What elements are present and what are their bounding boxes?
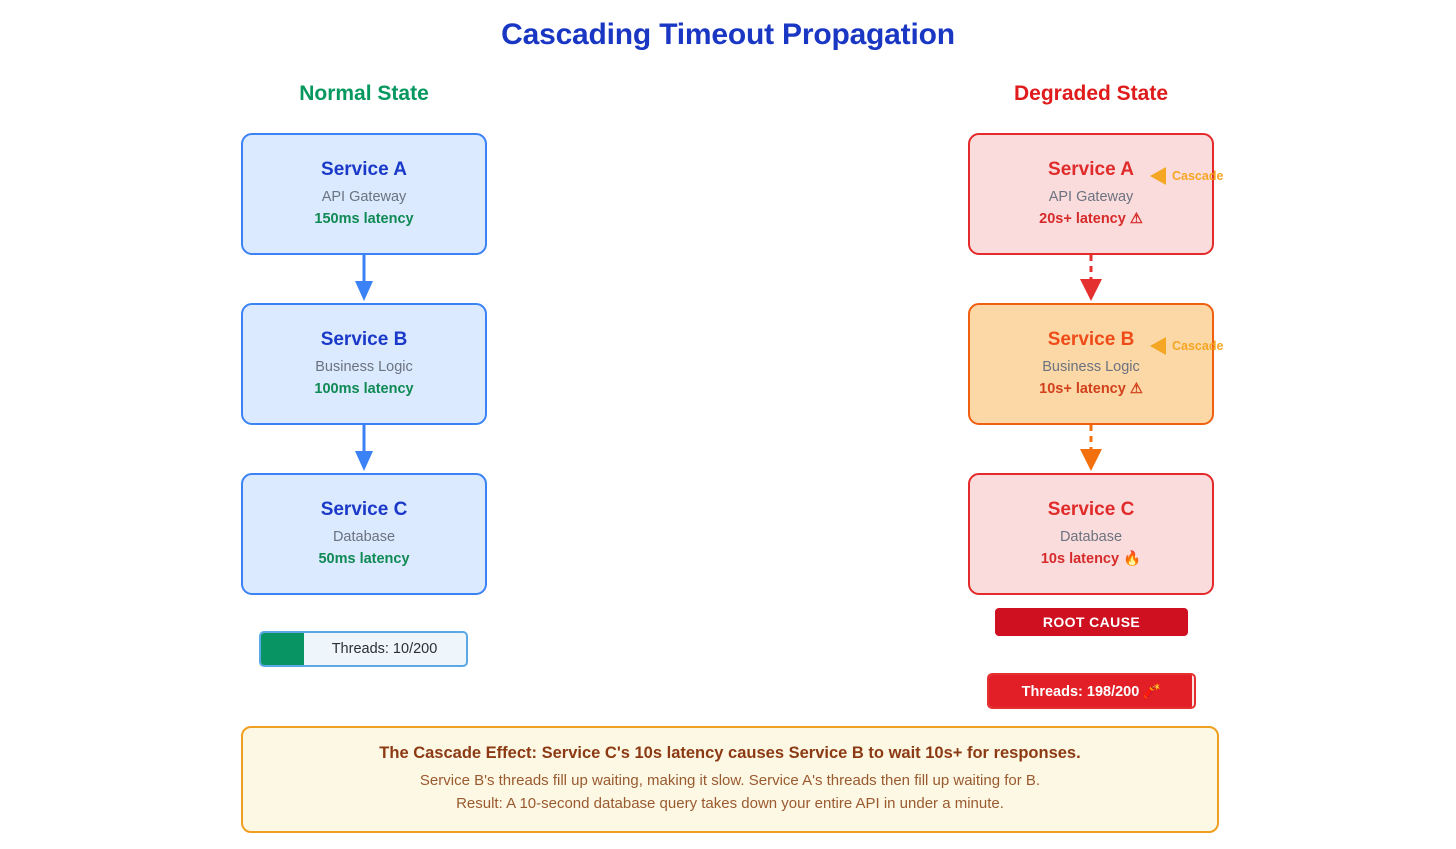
service-metric: 10s latency 🔥 <box>1040 551 1142 568</box>
connector-arrow-degraded-a-to-b <box>1071 255 1111 303</box>
thread-pool-fill <box>261 633 305 665</box>
service-role: Business Logic <box>1042 358 1140 375</box>
service-name: Service B <box>320 328 408 350</box>
service-role: Database <box>332 528 396 545</box>
service-box-normal-c[interactable]: Service C Database 50ms latency <box>241 473 487 595</box>
root-cause-badge: ROOT CAUSE <box>995 608 1188 636</box>
connector-arrow-normal-a-to-b <box>344 255 384 303</box>
explanation-line-2: Service B's threads fill up waiting, mak… <box>419 772 1041 790</box>
service-box-degraded-b[interactable]: Service B Business Logic 10s+ latency ⚠ <box>968 303 1214 425</box>
service-role: Database <box>1059 528 1123 545</box>
service-role: API Gateway <box>321 188 407 205</box>
service-metric: 10s+ latency ⚠ <box>1039 381 1143 398</box>
explanation-panel: The Cascade Effect: Service C's 10s late… <box>241 726 1219 834</box>
service-metric: 100ms latency <box>314 381 414 398</box>
service-box-normal-b[interactable]: Service B Business Logic 100ms latency <box>241 303 487 425</box>
service-metric: 150ms latency <box>314 211 414 228</box>
thread-pool-label: Threads: 198/200 🧨 <box>1021 683 1162 700</box>
service-name: Service A <box>321 158 407 180</box>
thread-pool-bar-degraded: Threads: 198/200 🧨 <box>987 673 1196 709</box>
service-metric: 20s+ latency ⚠ <box>1039 211 1143 228</box>
explanation-line-3: Result: A 10-second database query takes… <box>456 794 1004 812</box>
service-box-degraded-a[interactable]: Service A API Gateway 20s+ latency ⚠ <box>968 133 1214 255</box>
service-metric: 50ms latency <box>318 551 410 568</box>
service-role: Business Logic <box>315 358 413 375</box>
service-name: Service C <box>320 498 408 520</box>
service-box-degraded-c[interactable]: Service C Database 10s latency 🔥 <box>968 473 1214 595</box>
thread-pool-label: Threads: 10/200 <box>331 641 438 657</box>
service-name: Service A <box>1048 158 1134 180</box>
connector-arrow-degraded-b-to-c <box>1071 425 1111 473</box>
service-role: API Gateway <box>1048 188 1134 205</box>
thread-pool-fill <box>989 675 1192 707</box>
normal-state-header: Normal State <box>299 82 429 105</box>
page-title: Cascading Timeout Propagation <box>501 18 955 51</box>
service-name: Service C <box>1047 498 1135 520</box>
explanation-headline: The Cascade Effect: Service C's 10s late… <box>379 744 1081 762</box>
thread-pool-bar-normal: Threads: 10/200 <box>259 631 468 667</box>
degraded-state-header: Degraded State <box>1013 82 1169 105</box>
service-name: Service B <box>1047 328 1135 350</box>
connector-arrow-normal-b-to-c <box>344 425 384 473</box>
service-box-normal-a[interactable]: Service A API Gateway 150ms latency <box>241 133 487 255</box>
